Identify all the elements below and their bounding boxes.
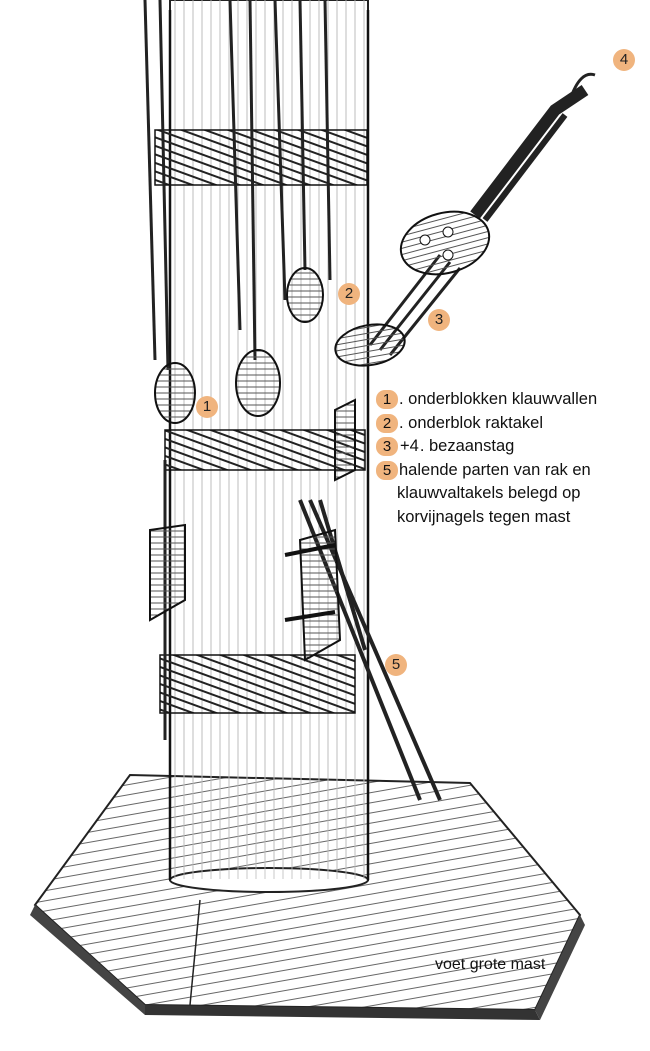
marker-2: 2: [338, 283, 360, 305]
legend-row: 5 halende parten van rak en: [376, 459, 646, 483]
legend-text: halende parten van rak en: [399, 459, 591, 483]
legend-row: 1 . onderblokken klauwvallen: [376, 388, 646, 412]
legend-number: 5: [376, 461, 398, 480]
caption: voet grote mast: [435, 956, 545, 974]
legend-text: . onderblokken klauwvallen: [399, 388, 597, 412]
legend: 1 . onderblokken klauwvallen 2 . onderbl…: [376, 388, 646, 529]
legend-number: 1: [376, 390, 398, 409]
marker-5: 5: [385, 654, 407, 676]
legend-text: . onderblok raktakel: [399, 412, 543, 436]
legend-text: . bezaanstag: [420, 435, 515, 459]
legend-number: 2: [376, 414, 398, 433]
legend-continuation: klauwvaltakels belegd op: [376, 482, 646, 506]
legend-row: 2 . onderblok raktakel: [376, 412, 646, 436]
legend-row: 3 +4 . bezaanstag: [376, 435, 646, 459]
legend-plus: +4: [400, 435, 419, 459]
mizzen-stay: [332, 74, 595, 370]
marker-4: 4: [613, 49, 635, 71]
marker-3: 3: [428, 309, 450, 331]
legend-continuation: korvijnagels tegen mast: [376, 506, 646, 530]
legend-number: 3: [376, 437, 398, 456]
marker-1: 1: [196, 396, 218, 418]
